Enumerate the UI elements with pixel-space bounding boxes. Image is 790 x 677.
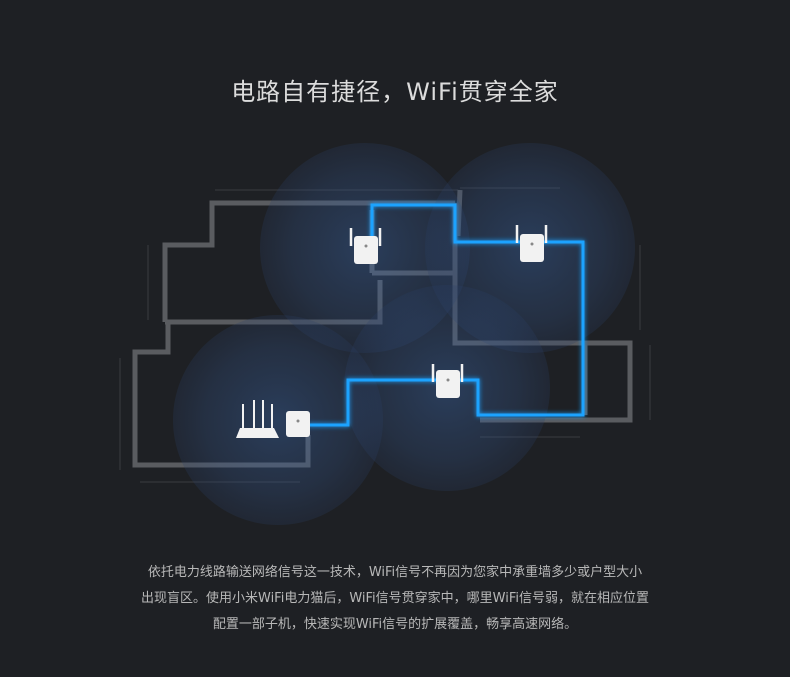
powerline-base-icon: [286, 411, 310, 437]
powerline-extender-icon: [349, 228, 382, 264]
page-title: 电路自有捷径，WiFi贯穿全家: [231, 78, 559, 106]
powerline-extender-icon: [515, 225, 548, 262]
powerline-path: [308, 203, 585, 427]
powerline-extender-icon: [431, 364, 464, 398]
signal-coverage: [173, 143, 635, 525]
description-line: 出现盲区。使用小米WiFi电力猫后，WiFi信号贯穿家中，哪里WiFi信号弱，就…: [141, 591, 649, 606]
description-line: 依托电力线路输送网络信号这一技术，WiFi信号不再因为您家中承重墙多少或户型大小: [147, 565, 643, 580]
signal-circle-left: [173, 315, 383, 525]
description: 依托电力线路输送网络信号这一技术，WiFi信号不再因为您家中承重墙多少或户型大小…: [100, 560, 690, 638]
description-line: 配置一部子机，快速实现WiFi信号的扩展覆盖，畅享高速网络。: [212, 617, 578, 632]
router-icon: [236, 400, 279, 438]
